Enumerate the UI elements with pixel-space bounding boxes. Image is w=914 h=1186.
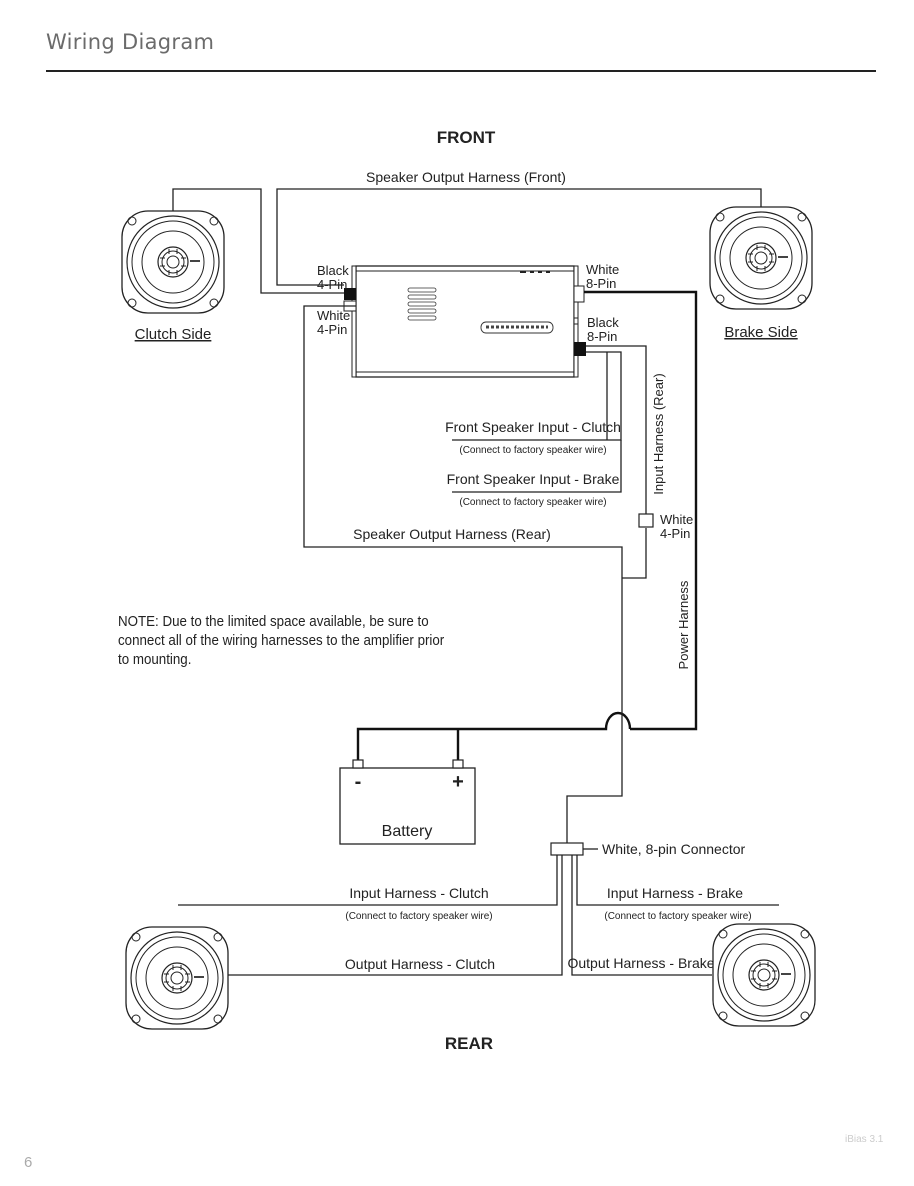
power-harness-wire — [584, 290, 698, 731]
input-harness-clutch-label: Input Harness - Clutch — [349, 885, 488, 901]
rear-heading: REAR — [445, 1034, 493, 1053]
battery-positive-symbol: + — [452, 771, 464, 793]
page-title: Wiring Diagram — [46, 30, 215, 54]
white-8pin-connector — [550, 842, 584, 856]
input-harness-brake-label: Input Harness - Brake — [607, 885, 743, 901]
title-divider — [46, 70, 876, 72]
amplifier — [351, 265, 585, 378]
black-4pin-label-line2: 4-Pin — [317, 277, 347, 292]
front-clutch-speaker-icon — [121, 210, 225, 314]
black-4pin-connector — [344, 288, 356, 300]
input-harness-clutch-note: (Connect to factory speaker wire) — [345, 911, 492, 922]
speaker-output-rear-label: Speaker Output Harness (Rear) — [353, 526, 551, 542]
front-heading: FRONT — [437, 128, 496, 147]
rear-harness-wires — [178, 848, 779, 976]
white-4pin-input-connector — [638, 513, 654, 528]
battery-label: Battery — [382, 823, 433, 840]
white-4pin2-label-line2: 4-Pin — [660, 526, 690, 541]
front-input-brake-label: Front Speaker Input - Brake — [447, 471, 620, 487]
white-8pin-connector-label: White, 8-pin Connector — [602, 841, 746, 857]
speaker-output-front-label: Speaker Output Harness (Front) — [366, 169, 566, 185]
front-input-clutch-note: (Connect to factory speaker wire) — [459, 445, 606, 456]
white-8pin-label-line2: 8-Pin — [586, 276, 616, 291]
front-output-harness-wires — [172, 188, 762, 294]
black-4pin-label-line1: Black — [317, 263, 349, 278]
input-harness-rear-wires — [452, 345, 647, 579]
page-code: iBias 3.1 — [845, 1134, 884, 1145]
front-input-brake-note: (Connect to factory speaker wire) — [459, 497, 606, 508]
output-harness-clutch-label: Output Harness - Clutch — [345, 956, 495, 972]
black-8pin-connector — [574, 342, 586, 356]
white-4pin-label-line2: 4-Pin — [317, 322, 347, 337]
power-harness-label: Power Harness — [676, 580, 691, 669]
white-4pin2-label-line1: White — [660, 512, 693, 527]
output-harness-brake-label: Output Harness - Brake — [567, 955, 714, 971]
rear-brake-speaker-icon — [712, 923, 816, 1027]
front-input-clutch-label: Front Speaker Input - Clutch — [445, 419, 621, 435]
input-harness-brake-note: (Connect to factory speaker wire) — [604, 911, 751, 922]
rear-clutch-speaker-icon — [125, 926, 229, 1030]
speaker-output-rear-wire — [303, 305, 623, 845]
white-4pin-label-line1: White — [317, 308, 350, 323]
front-brake-speaker-icon — [709, 206, 813, 310]
battery-negative-symbol: - — [355, 771, 362, 793]
black-8pin-label-line2: 8-Pin — [587, 329, 617, 344]
battery — [339, 759, 476, 845]
brake-side-label: Brake Side — [724, 324, 797, 341]
battery-negative-wire — [356, 711, 632, 762]
mounting-note: NOTE: Due to the limited space available… — [118, 614, 445, 668]
page-number: 6 — [24, 1154, 33, 1171]
black-8pin-label-line1: Black — [587, 315, 619, 330]
input-harness-rear-label: Input Harness (Rear) — [651, 373, 666, 494]
white-8pin-label-line1: White — [586, 262, 619, 277]
clutch-side-label: Clutch Side — [135, 326, 212, 343]
